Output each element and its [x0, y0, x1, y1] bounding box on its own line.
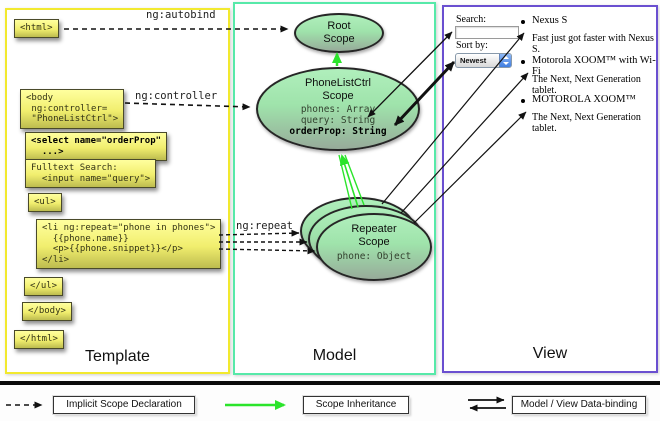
sort-dropdown[interactable]: Newest	[455, 53, 512, 68]
code-ul-close: </ul>	[24, 277, 64, 296]
bullet-icon	[521, 99, 525, 103]
code-fulltext-search: Fulltext Search: <input name="query">	[25, 159, 157, 188]
repeat-label: ng:repeat	[236, 220, 293, 232]
bullet-icon	[521, 60, 525, 64]
model-panel: Model	[233, 2, 436, 375]
phonelistctrl-scope-orderprop: orderProp: String	[289, 126, 387, 137]
code-li-repeat: <li ng:repeat="phone in phones"> {{phone…	[36, 219, 222, 269]
view-panel-title: View	[532, 345, 568, 362]
root-scope-ellipse: Root Scope	[294, 13, 384, 53]
phonelistctrl-scope-props: phones: Array query: String	[300, 104, 376, 126]
code-body-open: <body ng:controller= "PhoneListCtrl">	[20, 89, 125, 129]
phone-item-name: Nexus S	[532, 15, 568, 26]
code-html-close: </html>	[14, 330, 64, 349]
phone-item-desc: The Next, Next Generation tablet.	[532, 74, 641, 96]
dropdown-stepper-icon	[499, 54, 511, 67]
phone-item-desc: The Next, Next Generation tablet.	[532, 112, 641, 134]
template-panel-title: Template	[85, 348, 150, 365]
bullet-icon	[521, 20, 525, 24]
search-input[interactable]	[455, 26, 519, 39]
code-html-open: <html>	[14, 19, 59, 38]
model-panel-title: Model	[312, 347, 357, 364]
legend-data-binding: Model / View Data-binding	[512, 396, 646, 414]
code-select: <select name="orderProp" ...>	[25, 132, 168, 161]
phone-item-desc: Fast just got faster with Nexus S.	[532, 33, 654, 55]
sort-dropdown-value: Newest	[460, 56, 487, 65]
root-scope-title: Root Scope	[323, 20, 355, 45]
legend-scope-inheritance: Scope Inheritance	[303, 396, 409, 414]
phone-item-name: MOTOROLA XOOM™	[532, 94, 636, 105]
controller-label: ng:controller	[135, 90, 218, 102]
autobind-label: ng:autobind	[146, 9, 216, 21]
code-body-close: </body>	[22, 302, 72, 321]
repeater-scope-prop: phone: Object	[336, 251, 412, 262]
repeater-scope-ellipse: Repeater Scope phone: Object	[316, 213, 432, 281]
legend-divider	[0, 381, 660, 385]
search-label: Search:	[456, 14, 486, 25]
sort-by-label: Sort by:	[456, 40, 488, 51]
code-ul-open: <ul>	[28, 193, 62, 212]
phonelistctrl-scope-ellipse: PhoneListCtrl Scope phones: Array query:…	[256, 67, 420, 151]
phonelistctrl-scope-title: PhoneListCtrl Scope	[304, 77, 372, 102]
repeater-scope-title: Repeater Scope	[351, 223, 397, 248]
legend-implicit-scope: Implicit Scope Declaration	[53, 396, 195, 414]
phone-item-name: Motorola XOOM™ with Wi-Fi	[532, 55, 656, 77]
